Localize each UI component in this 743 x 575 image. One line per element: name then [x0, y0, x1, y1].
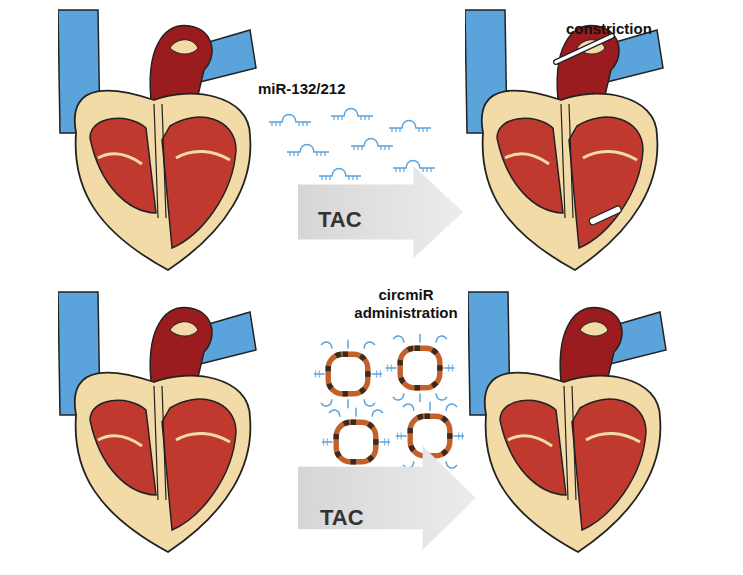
caption-label: miR-132/212 [258, 80, 368, 98]
circmir-molecules [314, 334, 464, 476]
constriction-marks [556, 36, 622, 226]
caption-label: circmiR administration [348, 286, 464, 322]
process-arrow: TAC [298, 166, 463, 258]
caption-label: constriction [566, 20, 676, 38]
mirna-molecules [269, 109, 435, 181]
heart-illustration [465, 10, 663, 270]
process-arrow: TAC [298, 446, 476, 550]
arrow-shape [298, 446, 476, 550]
arrow-body [298, 446, 476, 550]
heart-illustration [58, 10, 256, 270]
heart-illustration [468, 292, 666, 552]
heart-illustration [58, 292, 256, 552]
arrow-body [298, 166, 463, 258]
arrow-label: TAC [318, 208, 362, 232]
arrow-label: TAC [320, 506, 364, 530]
